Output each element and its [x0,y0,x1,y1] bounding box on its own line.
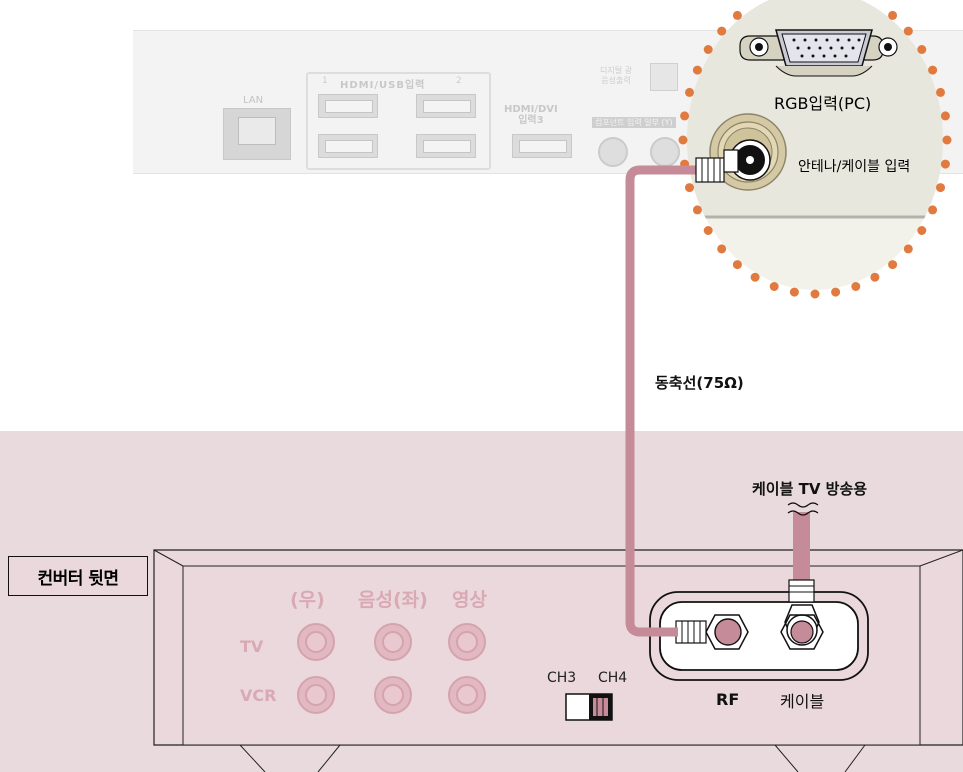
rca-jack-tv-r [297,623,335,661]
hdmi3-group: HDMI/DVI 입력3 [504,104,558,126]
rca-jack-tv-l [374,623,412,661]
zoom-border-dot [940,111,950,121]
rca-jack-tv-video [448,623,486,661]
component-jack-1 [598,137,628,167]
zoom-border-dot [936,87,945,97]
zoom-border-dot [703,45,713,54]
zoom-border-dot [917,226,927,235]
component-label: 컴포넌트 입력 일부 (Y) [592,117,676,128]
row-tv-label: TV [240,637,264,656]
digital-audio-label: 디지털 광 음성출력 [594,66,638,86]
hdmi3-title: HDMI/DVI [504,104,558,115]
rca-jack-vcr-l [374,676,412,714]
coax-cable [625,149,739,637]
zoom-border-dot [831,287,841,297]
zoom-border-dot [888,260,898,270]
coax-cable-label: 동축선(75Ω) [655,374,744,392]
zoom-border-dot [732,260,742,270]
channel-switch [565,693,613,721]
hdmi-port-3 [512,134,572,158]
optical-port [650,63,678,91]
zoom-border-dot [703,226,713,235]
ch3-label: CH3 [547,670,577,686]
hdmi3-sub: 입력3 [518,115,544,126]
lan-label: LAN [243,95,264,106]
rf-label: RF [716,690,740,709]
rca-jack-vcr-video [448,676,486,714]
zoom-border-dot [717,26,727,36]
lan-port [223,108,291,160]
zoom-border-dot [928,65,938,75]
cable-input-connector [780,604,824,650]
video-label: 영상 [452,589,487,611]
zoom-border-dot [680,111,690,121]
rgb-port [739,29,898,77]
ch4-label: CH4 [598,670,628,686]
zoom-dotted-border [678,10,952,299]
rf-output-connector [675,614,749,650]
audio-left-label: 음성(좌) [358,589,428,611]
zoom-border-dot [888,10,898,20]
cable-input-label: 케이블 [780,692,825,711]
row-vcr-label: VCR [240,686,277,705]
zoom-border-dot [692,205,702,215]
zoom-border-dot [750,272,760,282]
zoom-border-dot [810,289,820,299]
hdmi-port-2-number: 2 [456,76,462,86]
zoom-border-dot [685,183,694,193]
zoom-border-dot [851,282,861,291]
rgb-input-label: RGB입력(PC) [774,94,872,113]
hdmi-port-1 [318,134,378,158]
component-jack-2 [650,137,680,167]
hdmi-port-1-number: 1 [322,76,328,86]
zoom-border-dot [903,244,913,254]
zoom-border-dot [789,287,799,297]
zoom-border-dot [769,282,779,291]
zoom-border-dot [928,205,938,215]
converter-back-tag: 컨버터 뒷면 [8,556,148,596]
usb-port-2 [416,94,476,118]
digital-audio-text: 디지털 광 음성출력 [600,66,632,85]
hdmi-usb-group [306,72,491,170]
zoom-border-dot [732,10,742,20]
usb-port-1 [318,94,378,118]
zoom-border-dot [936,183,945,193]
rca-jack-group [297,623,486,714]
zoom-border-dot [678,135,688,145]
antenna-input-label: 안테나/케이블 입력 [798,159,911,175]
zoom-border-dot [903,26,913,36]
zoom-border-dot [940,159,950,169]
zoom-border-dot [717,244,727,254]
zoom-border-dot [917,45,927,54]
audio-right-label: (우) [290,589,325,611]
zoom-border-dot [870,272,880,282]
rca-jack-vcr-r [297,676,335,714]
hdmi-port-2 [416,134,476,158]
cable-tv-line [787,502,819,603]
zoom-border-dot [942,135,952,145]
zoom-border-dot [692,65,702,75]
hdmi-usb-title: HDMI/USB입력 [340,80,426,91]
cable-tv-label: 케이블 TV 방송용 [752,480,868,498]
zoom-border-dot [685,87,694,97]
